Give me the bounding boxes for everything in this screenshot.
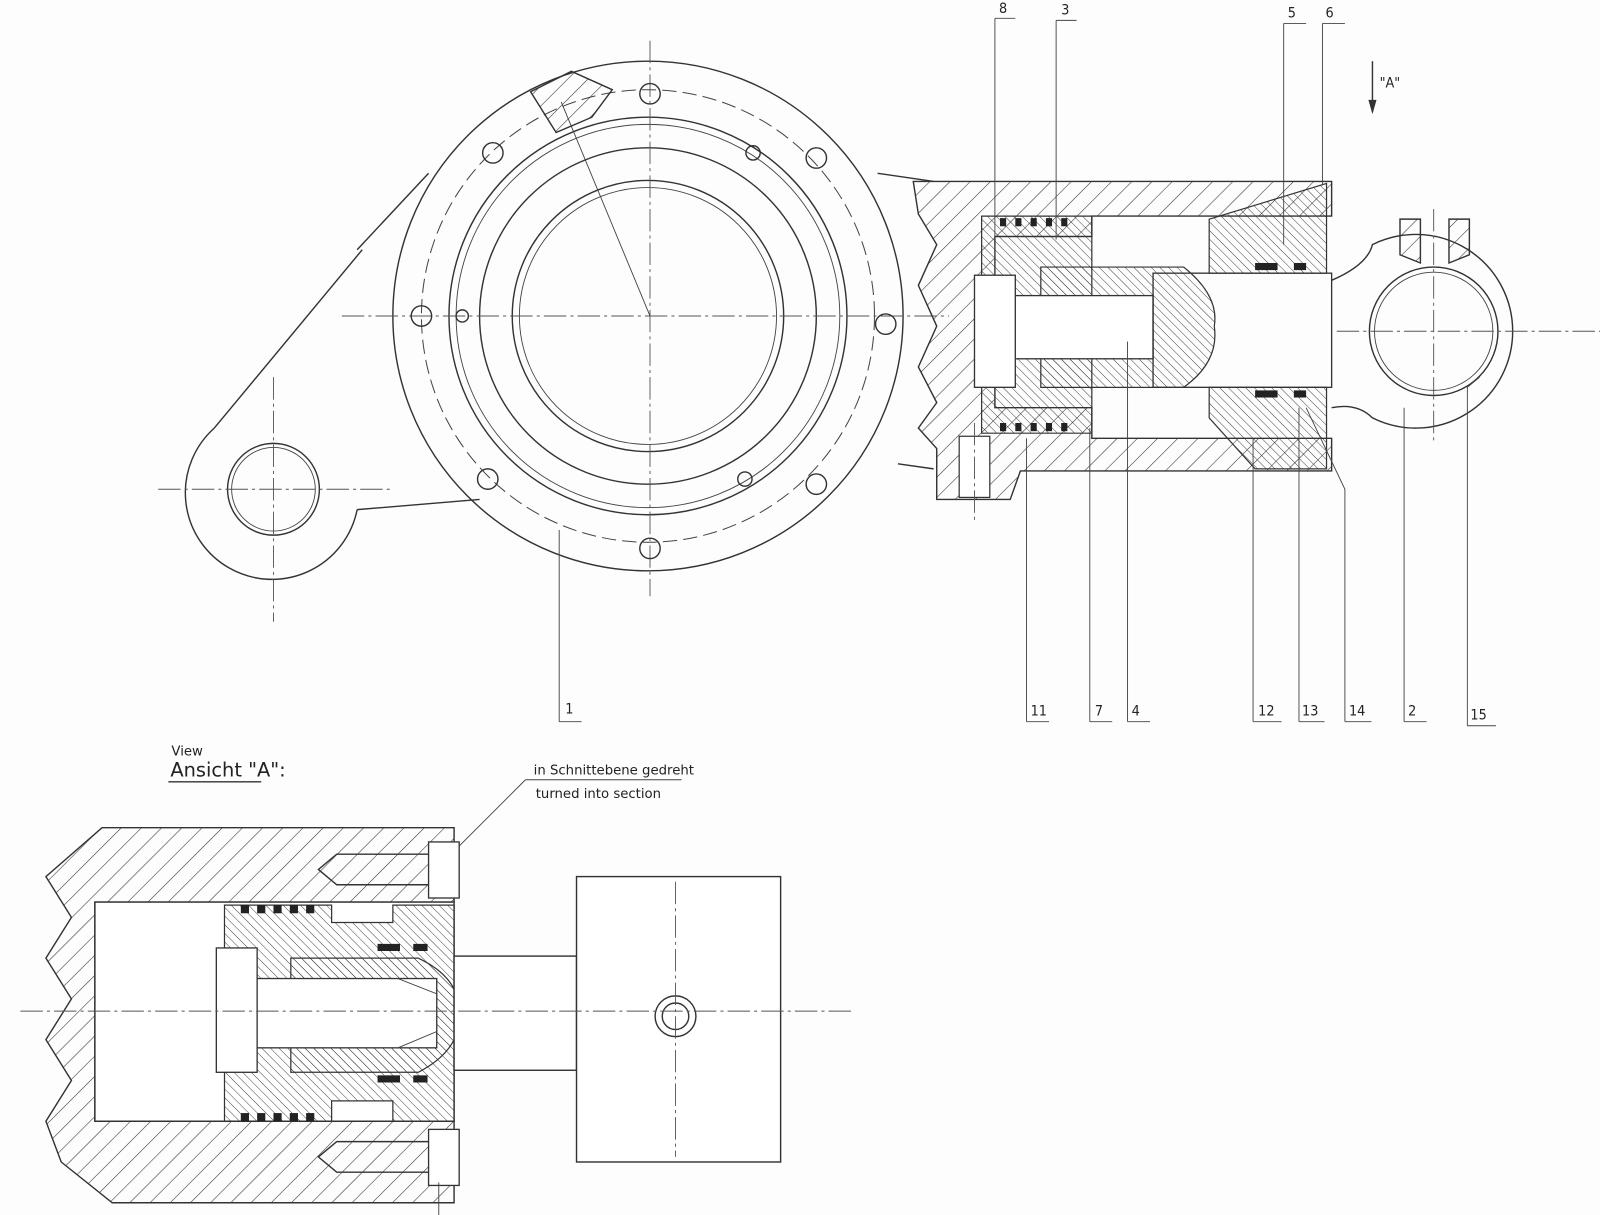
view-a-seals [240,905,428,1122]
callout-12: 12 [1258,704,1274,720]
callout-1: 1 [565,702,573,718]
callout-11: 11 [1031,704,1047,720]
view-arrow-a: "A" [1368,61,1401,115]
callout-3: 3 [1061,2,1069,18]
main-housing-view: "A" [158,40,1600,622]
callout-14: 14 [1349,704,1365,720]
callout-15: 15 [1470,708,1486,724]
note-de: in Schnittebene gedreht [534,764,694,779]
view-a-section [20,826,853,1215]
callout-2: 2 [1408,704,1416,720]
right-eye [1331,208,1600,444]
view-arrow-label: "A" [1380,76,1401,92]
seal-rings [1000,218,1307,432]
callout-7: 7 [1095,704,1103,720]
view-a-title: View Ansicht "A": [168,744,286,783]
callout-13: 13 [1302,704,1318,720]
callout-8: 8 [999,1,1007,17]
bolt-holes [410,82,897,560]
view-title-en: View [171,744,203,759]
callout-6: 6 [1326,5,1334,21]
callout-5: 5 [1288,5,1296,21]
view-title-de: Ansicht "A": [170,759,285,782]
part-callouts-bottom: 1 11 7 4 12 13 14 2 15 [558,341,1496,727]
part-callouts-top: 8 3 5 6 [994,1,1345,276]
callout-4: 4 [1132,704,1140,720]
section-note: in Schnittebene gedreht turned into sect… [458,764,694,847]
note-en: turned into section [536,787,661,802]
cylinder-section [912,180,1333,520]
cap-screws [317,841,460,1215]
bearing-flange [341,40,949,597]
left-lug [158,249,480,622]
